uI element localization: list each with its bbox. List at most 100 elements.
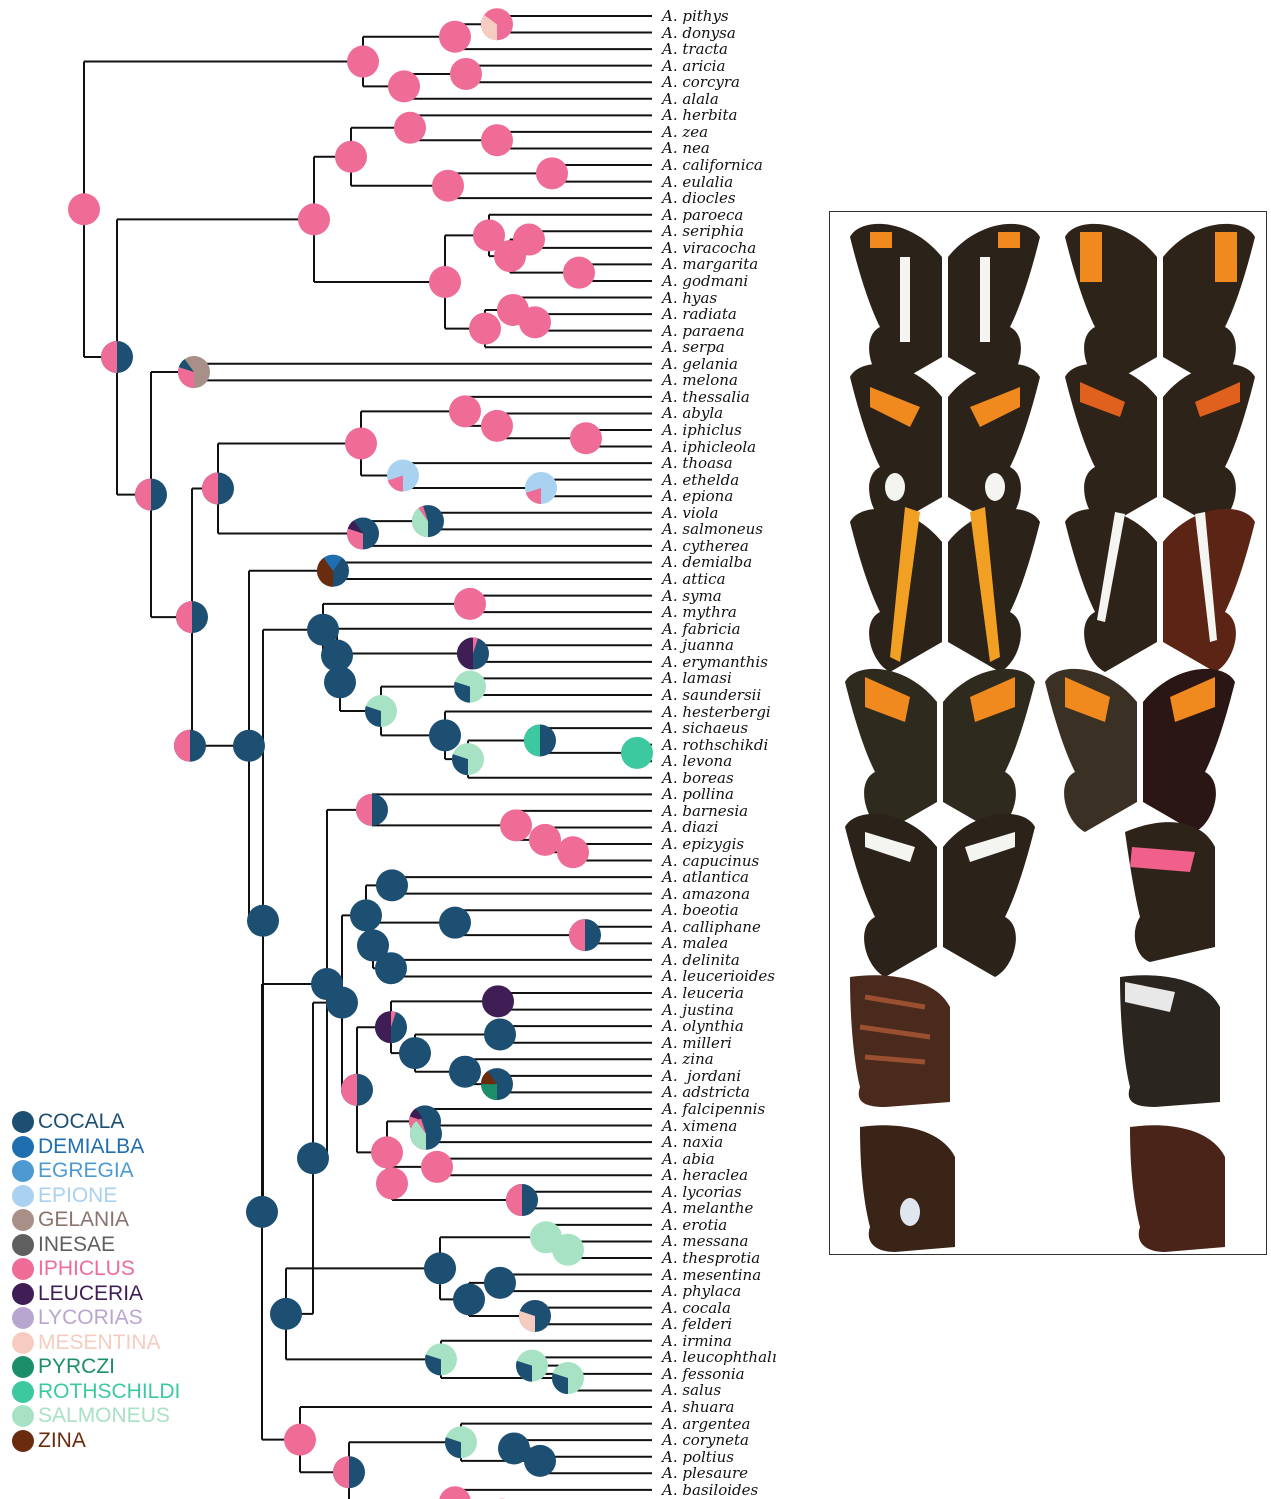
legend-label: DEMIALBA	[38, 1136, 144, 1158]
legend-label: PYRCZI	[38, 1356, 115, 1378]
legend-entry: EPIONE	[12, 1184, 180, 1209]
legend-entry: COCALA	[12, 1110, 180, 1135]
state-pie	[270, 1298, 302, 1330]
butterfly-photo-panel	[829, 211, 1267, 1255]
state-pie	[421, 1151, 453, 1183]
legend-swatch	[12, 1209, 34, 1231]
legend-label: SALMONEUS	[38, 1405, 170, 1427]
taxon-label: A. atlantica	[662, 869, 749, 885]
state-pie	[376, 1167, 408, 1199]
butterfly-specimen-13	[860, 1125, 955, 1252]
state-pie	[324, 666, 356, 698]
state-pie	[621, 737, 653, 769]
taxon-label: A. fabricia	[662, 621, 741, 637]
state-pie	[388, 70, 420, 102]
taxon-label: A. thesprotia	[662, 1250, 760, 1266]
taxon-label: A. paraena	[662, 323, 745, 339]
taxon-label: A. rothschikdi	[662, 737, 768, 753]
butterfly-specimen-12	[1120, 975, 1220, 1107]
state-pie	[425, 1343, 457, 1375]
taxon-label: A. coryneta	[662, 1432, 749, 1448]
taxon-label: A. attica	[662, 571, 726, 587]
state-pie	[376, 869, 408, 901]
state-pie	[246, 1196, 278, 1228]
state-pie	[453, 1283, 485, 1315]
taxon-label: A. falcipennis	[662, 1101, 765, 1117]
taxon-label: A. amazona	[662, 886, 750, 902]
taxon-label: A. ximena	[662, 1118, 737, 1134]
legend-swatch	[12, 1307, 34, 1329]
taxon-label: A. phylaca	[662, 1283, 741, 1299]
state-pie	[439, 1486, 471, 1499]
taxon-label: A. erotia	[662, 1217, 727, 1233]
legend-entry: ZINA	[12, 1429, 180, 1454]
butterfly-specimen-14	[1130, 1125, 1225, 1252]
taxon-label: A. melanthe	[662, 1200, 753, 1216]
taxon-label: A. demialba	[662, 554, 752, 570]
taxon-label: A. salmoneus	[662, 521, 763, 537]
taxon-label: A. heraclea	[662, 1167, 748, 1183]
taxon-label: A. felderi	[662, 1316, 732, 1332]
taxon-label: A. herbita	[662, 107, 737, 123]
taxon-label: A. eulalia	[662, 174, 733, 190]
state-pie	[450, 58, 482, 90]
state-pie	[525, 472, 557, 504]
butterfly-specimen-9	[845, 814, 1035, 977]
state-pie	[481, 1068, 513, 1100]
state-pie	[297, 1142, 329, 1174]
butterfly-specimen-6	[1065, 509, 1255, 672]
state-pie	[449, 395, 481, 427]
taxon-label: A. leucerioides	[662, 968, 775, 984]
taxon-label: A. epiona	[662, 488, 733, 504]
legend-label: ROTHSCHILDI	[38, 1381, 180, 1403]
taxon-label: A. salus	[662, 1382, 721, 1398]
taxon-label: A. hyas	[662, 290, 717, 306]
taxon-label: A. tracta	[662, 41, 728, 57]
butterfly-specimen-8	[1045, 669, 1235, 832]
taxon-label: A. gelania	[662, 356, 738, 372]
butterfly-specimen-1	[850, 224, 1040, 387]
taxon-label: A. mythra	[662, 604, 737, 620]
legend-swatch	[12, 1234, 34, 1256]
state-pie	[347, 46, 379, 78]
legend-swatch	[12, 1405, 34, 1427]
state-pie	[371, 1136, 403, 1168]
taxon-label: A. mesentina	[662, 1267, 761, 1283]
legend-label: LYCORIAS	[38, 1307, 143, 1329]
taxon-label: A. iphicleola	[662, 439, 756, 455]
taxon-label: A. fessonia	[662, 1366, 745, 1382]
state-pie	[68, 193, 100, 225]
taxon-label: A. malea	[662, 935, 728, 951]
taxon-label: A. alala	[662, 91, 719, 107]
legend-entry: LYCORIAS	[12, 1306, 180, 1331]
state-pie	[341, 1074, 373, 1106]
taxon-label: A. serpa	[662, 339, 725, 355]
taxon-label: A. godmani	[662, 273, 748, 289]
state-pie	[375, 952, 407, 984]
state-pie	[347, 518, 379, 550]
state-pie	[519, 306, 551, 338]
state-pie	[484, 1018, 516, 1050]
state-pie	[506, 1184, 538, 1216]
legend-label: GELANIA	[38, 1209, 129, 1231]
state-pie	[247, 905, 279, 937]
state-pie	[365, 695, 397, 727]
state-pie	[356, 794, 388, 826]
taxon-label: A. leuceria	[662, 985, 744, 1001]
taxon-label: A. pithys	[662, 8, 729, 24]
taxon-label: A. epizygis	[662, 836, 744, 852]
taxon-label: A. viola	[662, 505, 718, 521]
taxon-label: A. delinita	[662, 952, 740, 968]
taxon-label: A. messana	[662, 1233, 748, 1249]
state-pie	[178, 356, 210, 388]
state-pie	[326, 987, 358, 1019]
state-pie	[410, 1118, 442, 1150]
state-pie	[333, 1456, 365, 1488]
taxon-label: A. argentea	[662, 1416, 750, 1432]
taxon-label: A. seriphia	[662, 223, 744, 239]
legend-entry: DEMIALBA	[12, 1135, 180, 1160]
taxon-label: A. barnesia	[662, 803, 748, 819]
legend-label: COCALA	[38, 1111, 124, 1133]
state-pie	[375, 1011, 407, 1043]
taxon-label: A. lycorias	[662, 1184, 742, 1200]
